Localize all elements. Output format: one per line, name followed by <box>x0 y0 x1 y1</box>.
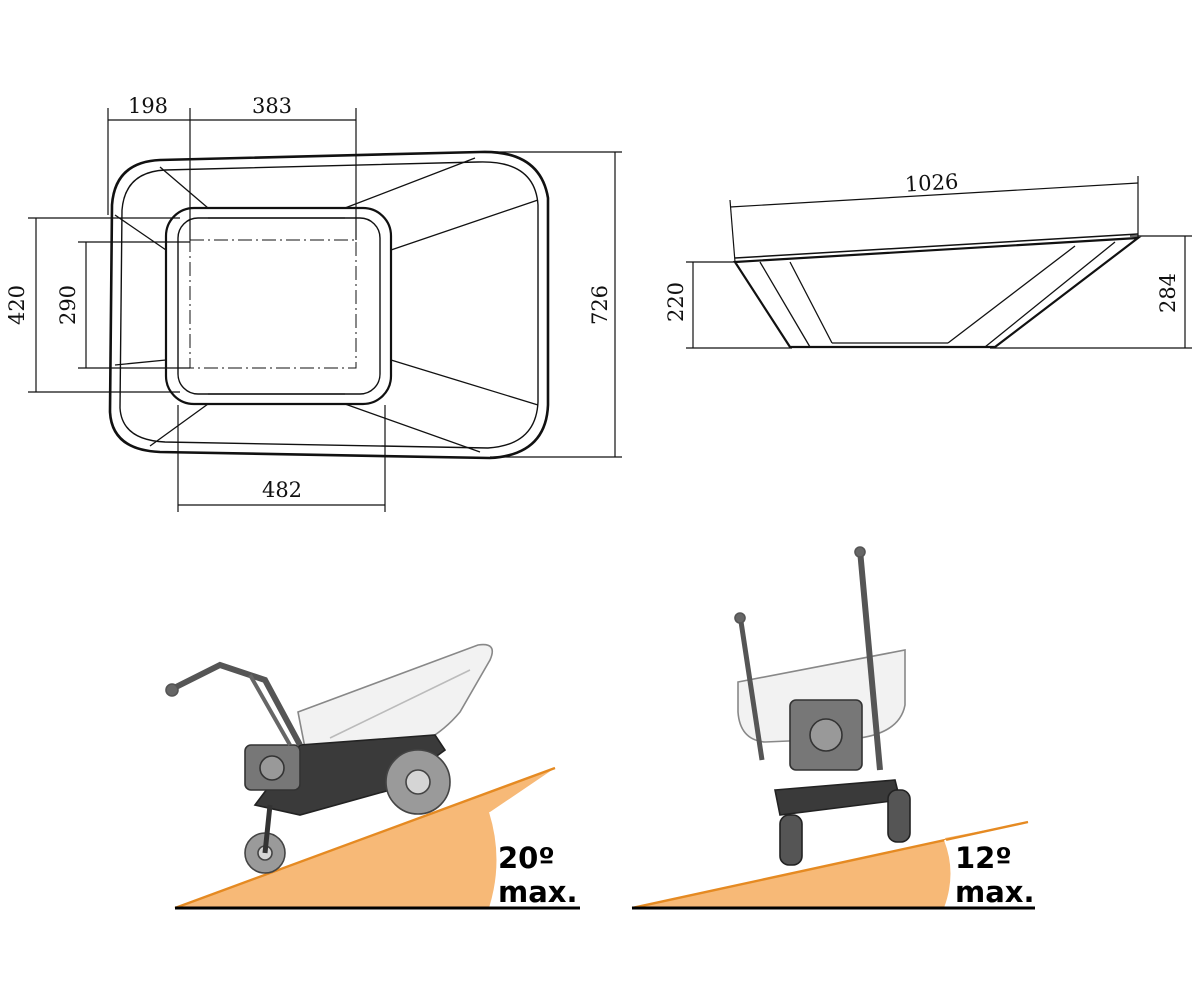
side-view-dimensions <box>686 176 1192 349</box>
slope-max-label-20: max. <box>498 875 578 909</box>
dim-1026: 1026 <box>904 169 959 196</box>
dim-284: 284 <box>1156 273 1180 313</box>
power-barrow-rear <box>734 546 911 866</box>
dim-198: 198 <box>128 94 168 118</box>
slope-20-figure: 20º max. <box>165 643 580 910</box>
power-barrow-side <box>165 643 494 874</box>
dim-383: 383 <box>252 94 292 118</box>
dim-290: 290 <box>56 285 80 325</box>
slope-angle-12: 12º <box>955 841 1012 875</box>
dim-482: 482 <box>262 478 302 502</box>
dim-220: 220 <box>664 282 688 322</box>
slope-angle-20: 20º <box>498 841 555 875</box>
tray-top-view <box>108 150 550 460</box>
dim-726: 726 <box>588 285 612 325</box>
dim-420: 420 <box>5 285 29 325</box>
slope-max-label-12: max. <box>955 875 1035 909</box>
tray-side-view <box>733 233 1142 349</box>
top-view-dimensions <box>28 108 622 512</box>
slope-12-figure: 12º max. <box>631 546 1035 910</box>
